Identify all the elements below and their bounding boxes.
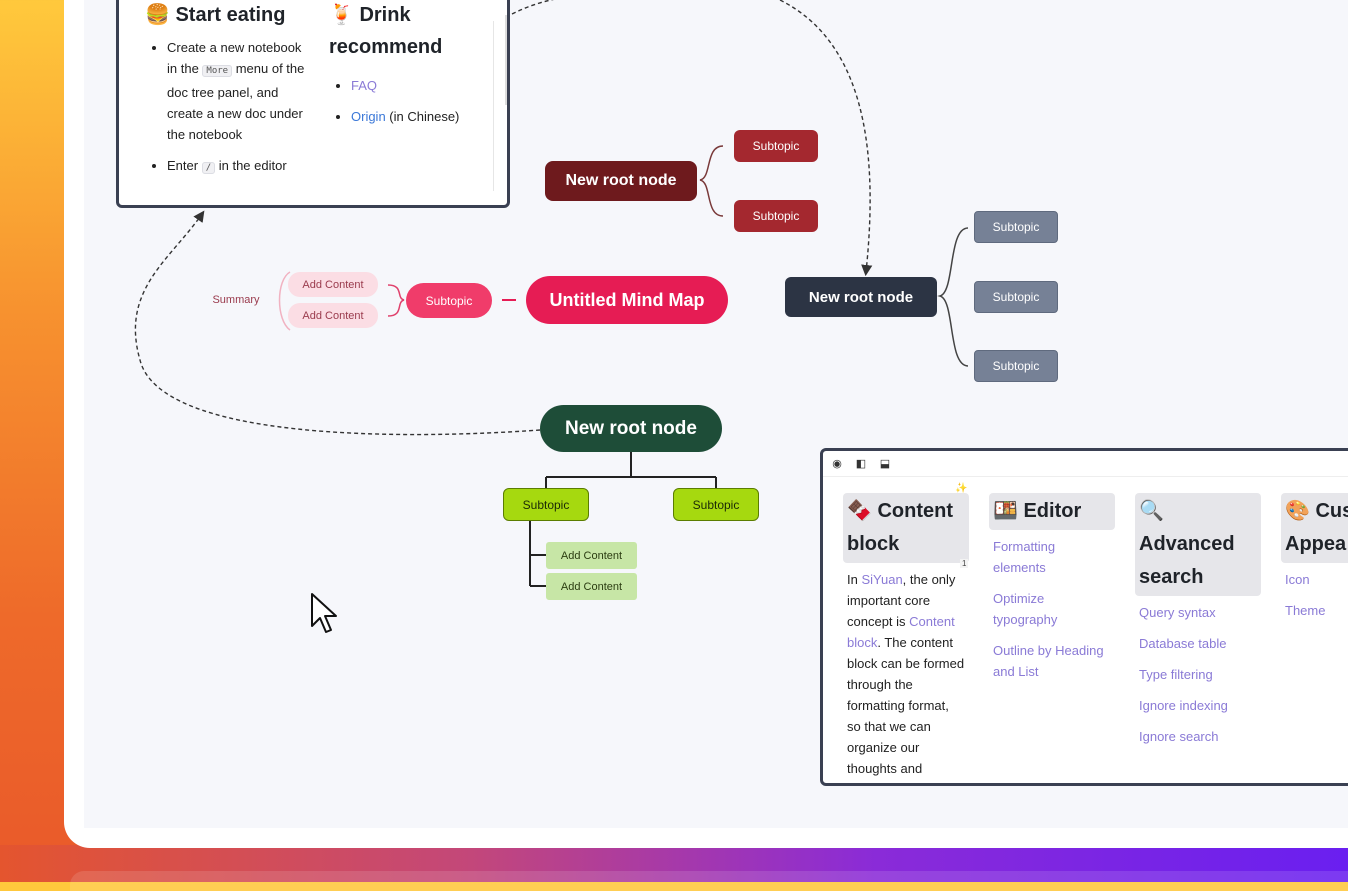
formatting-elements-link[interactable]: Formatting elements: [993, 539, 1056, 575]
list-item: Origin (in Chinese): [351, 106, 489, 127]
custom-appearance-heading: 🎨 Cus Appea: [1281, 493, 1348, 563]
list-item: FAQ: [351, 75, 489, 96]
content-block-paragraph: In SiYuan, the only important core conce…: [847, 572, 965, 776]
type-filtering-link[interactable]: Type filtering: [1139, 667, 1213, 682]
editor-heading: 🍱 Editor: [989, 493, 1115, 530]
green-sub-lines: [529, 520, 546, 587]
editor-column: 🍱 Editor Formatting elements Optimize ty…: [989, 493, 1115, 698]
advanced-search-links: Query syntax Database table Type filteri…: [1135, 596, 1261, 763]
mouse-cursor-icon: [311, 593, 337, 633]
start-eating-column: 🍔 Start eating Create a new notebook in …: [145, 0, 305, 189]
brace-dark-red: [699, 145, 724, 217]
faq-link[interactable]: FAQ: [351, 78, 378, 93]
query-syntax-link[interactable]: Query syntax: [1139, 605, 1216, 620]
more-code: More: [202, 65, 233, 77]
slate-subtopic-2[interactable]: Subtopic: [974, 281, 1058, 313]
pink-add-content-2[interactable]: Add Content: [288, 303, 378, 328]
pink-add-content-1[interactable]: Add Content: [288, 272, 378, 297]
summary-bracket: [278, 271, 291, 331]
brace-slate: [937, 227, 969, 367]
dark-red-subtopic-2[interactable]: Subtopic: [734, 200, 818, 232]
ignore-search-link[interactable]: Ignore search: [1139, 729, 1219, 744]
slate-subtopic-3[interactable]: Subtopic: [974, 350, 1058, 382]
custom-appearance-links: Icon Theme: [1281, 563, 1348, 637]
drink-recommend-list: FAQ Origin (in Chinese): [329, 75, 489, 127]
lime-add-content-2[interactable]: Add Content: [546, 573, 637, 600]
theme-link[interactable]: Theme: [1285, 603, 1326, 618]
slate-subtopic-1[interactable]: Subtopic: [974, 211, 1058, 243]
chocolate-icon: 🍫: [847, 500, 872, 522]
slash-code: /: [201, 162, 216, 174]
drink-recommend-column: 🍹 Drink recommend FAQ Origin (in Chinese…: [329, 0, 489, 137]
lime-add-content-1[interactable]: Add Content: [546, 542, 637, 569]
lime-subtopic-1[interactable]: Subtopic: [503, 488, 589, 521]
dark-red-root-node[interactable]: New root node: [545, 161, 697, 201]
siyuan-link[interactable]: SiYuan: [861, 572, 903, 587]
embed-card-getting-started[interactable]: 🍔 Start eating Create a new notebook in …: [116, 0, 510, 208]
pink-root-node[interactable]: Untitled Mind Map: [526, 276, 728, 324]
editor-links: Formatting elements Optimize typography …: [989, 530, 1115, 698]
advanced-search-heading: 🔍 Advanced search: [1135, 493, 1261, 596]
optimize-typography-link[interactable]: Optimize typography: [993, 591, 1058, 627]
dark-red-subtopic-1[interactable]: Subtopic: [734, 130, 818, 162]
origin-link[interactable]: Origin: [351, 109, 386, 124]
scrollbar[interactable]: [505, 15, 507, 105]
database-table-link[interactable]: Database table: [1139, 636, 1227, 651]
sparkle-icon: ✨: [955, 483, 968, 494]
start-eating-heading: 🍔 Start eating: [145, 4, 286, 26]
list-item: Create a new notebook in the More menu o…: [167, 37, 305, 145]
column-divider: [493, 21, 494, 191]
advanced-search-column: 🔍 Advanced search Query syntax Database …: [1135, 493, 1261, 763]
content-block-link[interactable]: Content block: [847, 614, 955, 650]
green-root-node[interactable]: New root node: [540, 405, 722, 452]
magnifier-icon: 🔍: [1139, 500, 1164, 522]
toolbar-divider: [823, 476, 1348, 477]
panel-bottom-icon[interactable]: ⬓: [879, 458, 891, 470]
ref-count-badge[interactable]: 1: [960, 559, 969, 568]
summary-label[interactable]: Summary: [212, 294, 260, 306]
dashed-link-to-slate[interactable]: [779, 0, 873, 277]
bento-icon: 🍱: [993, 500, 1018, 522]
green-tree-lines: [545, 452, 717, 490]
dashed-link-green-to-card[interactable]: [134, 210, 541, 436]
sidebar-icon[interactable]: ◧: [855, 458, 867, 470]
custom-appearance-column: 🎨 Cus Appea Icon Theme: [1281, 493, 1348, 637]
brace-pink: [387, 284, 405, 317]
list-item: Enter / in the editor: [167, 155, 305, 179]
palette-icon: 🎨: [1285, 500, 1310, 522]
outline-link[interactable]: Outline by Heading and List: [993, 643, 1104, 679]
lime-subtopic-2[interactable]: Subtopic: [673, 488, 759, 521]
content-block-column: 🍫 Content block In SiYuan, the only impo…: [843, 493, 969, 783]
ignore-indexing-link[interactable]: Ignore indexing: [1139, 698, 1228, 713]
eye-icon[interactable]: ◉: [832, 458, 842, 470]
embed-card-features[interactable]: ◉ ◧ ⬓ 🍫 Content block In SiYuan, the onl…: [820, 448, 1348, 786]
dashed-link-top[interactable]: [511, 0, 640, 15]
slate-root-node[interactable]: New root node: [785, 277, 937, 317]
content-block-heading: 🍫 Content block: [843, 493, 969, 563]
start-eating-list: Create a new notebook in the More menu o…: [145, 37, 305, 179]
drink-recommend-heading: 🍹 Drink recommend: [329, 4, 443, 58]
embed-toolbar: ◉ ◧ ⬓: [831, 457, 891, 470]
pink-subtopic[interactable]: Subtopic: [406, 283, 492, 318]
icon-link[interactable]: Icon: [1285, 572, 1310, 587]
